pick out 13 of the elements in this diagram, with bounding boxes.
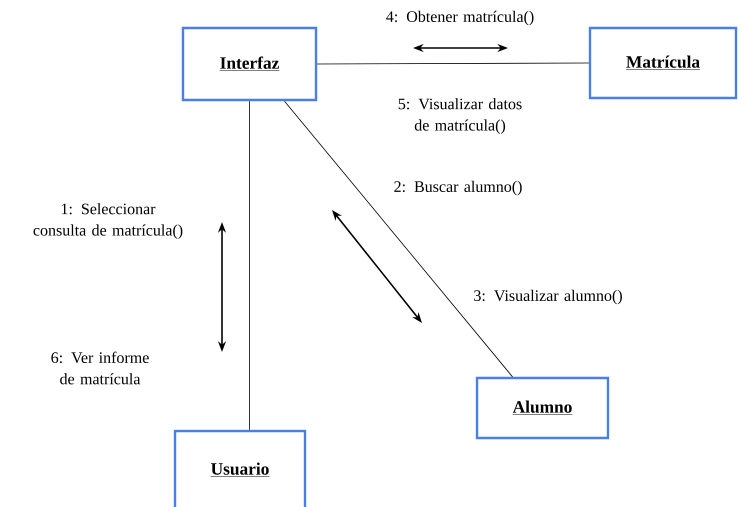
object-box: Matrícula	[588, 26, 738, 100]
object-box: Usuario	[174, 430, 306, 507]
message-label: 6: Ver informe de matrícula	[51, 352, 149, 384]
message-label: 4: Obtener matrícula()	[386, 10, 534, 26]
message-label: 1: Seleccionar consulta de matrícula()	[34, 203, 182, 239]
message-label: 2: Buscar alumno()	[394, 180, 522, 196]
connector-line	[316, 62, 590, 64]
connector-line	[284, 100, 513, 378]
object-box: Interfaz	[182, 26, 318, 102]
connector-line	[249, 100, 250, 430]
message-label: 5: Visualizar datos de matrícula()	[398, 98, 522, 134]
message-label: 3: Visualizar alumno()	[474, 290, 622, 304]
object-box: Alumno	[476, 376, 610, 440]
